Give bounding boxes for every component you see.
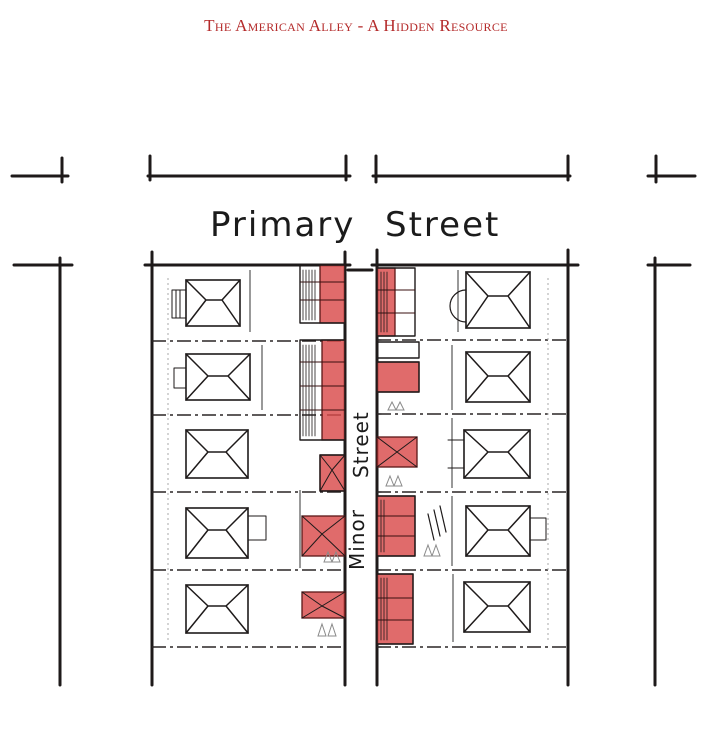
house-left-4 — [185, 507, 267, 559]
upper-block-edges — [10, 154, 697, 184]
minor-street-label-word2: Street — [349, 411, 373, 478]
house-left-5 — [185, 584, 249, 634]
houses-left — [171, 279, 267, 634]
lot-lines-right — [377, 339, 568, 648]
houses-right — [447, 271, 547, 633]
house-right-4 — [465, 505, 547, 557]
primary-street-label-word2: Street — [385, 205, 500, 245]
house-right-1 — [449, 271, 531, 329]
garages-left — [299, 264, 346, 637]
house-right-5 — [463, 581, 531, 633]
minor-street-label-word1: Minor — [345, 509, 369, 570]
property-lines — [167, 270, 549, 642]
house-right-3 — [447, 429, 531, 479]
diagram-title: The American Alley - A Hidden Resource — [204, 16, 508, 35]
lot-lines-left — [152, 340, 345, 648]
garages-right — [376, 267, 447, 645]
house-right-2 — [465, 351, 531, 403]
house-left-1 — [171, 279, 241, 327]
house-left-3 — [185, 429, 249, 479]
primary-street-label-word1: Primary — [210, 205, 355, 245]
house-left-2 — [173, 353, 251, 401]
